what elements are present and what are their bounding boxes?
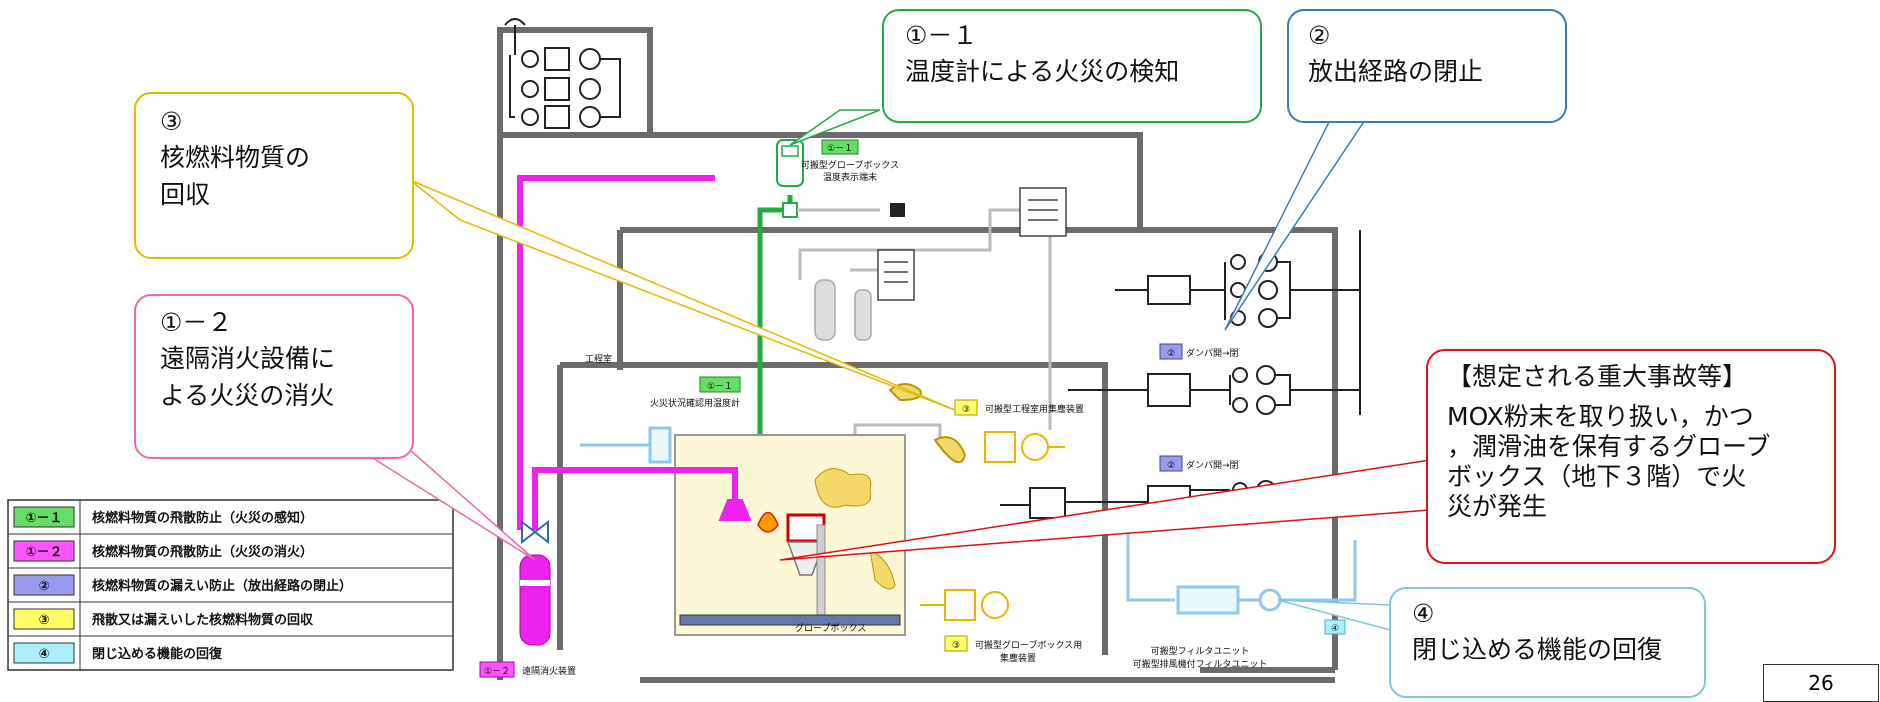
recorder-icons (877, 187, 1067, 301)
svg-text:①－２: ①－２ (484, 667, 510, 677)
legend-code: ② (38, 579, 49, 594)
legend-label: 閉じ込める機能の回復 (92, 646, 223, 662)
duct-lines (1000, 487, 1066, 519)
svg-text:ダンパ開→閉: ダンパ開→閉 (1186, 347, 1239, 359)
temperature-terminal-icon (776, 139, 804, 187)
svg-text:①－１: ①－１ (827, 144, 853, 154)
callout-c3-title-2: 回収 (160, 179, 211, 209)
svg-text:集塵装置: 集塵装置 (1000, 652, 1036, 664)
accident-line-4: 災が発生 (1447, 492, 1548, 521)
svg-text:④: ④ (1331, 624, 1339, 634)
callout-c2-text: ② 放出経路の閉止 (1308, 18, 1483, 91)
svg-text:工程室: 工程室 (585, 353, 612, 365)
legend-swatch (13, 540, 75, 562)
legend-code: ③ (38, 613, 49, 628)
svg-text:可搬型工程室用集塵装置: 可搬型工程室用集塵装置 (985, 403, 1084, 415)
gas-cylinders (814, 279, 872, 341)
extinguisher-tank (519, 519, 551, 646)
callout-c1-2-title-2: よる火災の消火 (160, 380, 335, 410)
callout-c3-number: ③ (160, 107, 183, 136)
fire-icon (757, 511, 779, 533)
svg-text:②: ② (1167, 461, 1175, 471)
callout-c1-1 (789, 9, 1262, 146)
callout-c2-number: ② (1308, 21, 1331, 50)
callout-c1-2-number: ①－２ (160, 308, 233, 337)
accident-heading: 【想定される重大事故等】 (1447, 362, 1748, 391)
callout-accident-text: 【想定される重大事故等】 MOX粉末を取り扱い，かつ ，潤滑油を保有するグローブ… (1447, 362, 1771, 522)
callout-c4-number: ④ (1412, 599, 1435, 628)
accident-line-3: ボックス（地下３階）で火 (1447, 462, 1747, 491)
callout-c4-text: ④ 閉じ込める機能の回復 (1412, 596, 1662, 669)
callout-c3 (134, 92, 956, 411)
legend-swatch (13, 608, 75, 630)
page-number: 26 (1763, 664, 1879, 702)
diagram-labels: ①－１ 可搬型グローブボックス 温度表示端末 工程室 ①－１ 火災状況確認用温度… (479, 139, 1346, 678)
accident-line-1: MOX粉末を取り扱い，かつ (1447, 402, 1754, 431)
svg-text:火災状況確認用温度計: 火災状況確認用温度計 (650, 397, 740, 409)
callout-c1-1-title: 温度計による火災の検知 (905, 57, 1180, 87)
callout-c1-2 (134, 294, 536, 561)
legend-swatch (13, 642, 75, 664)
extinguisher-line (517, 175, 752, 530)
svg-text:①－１: ①－１ (707, 382, 733, 392)
svg-text:温度表示端末: 温度表示端末 (823, 171, 877, 183)
svg-text:可搬型グローブボックス: 可搬型グローブボックス (801, 159, 899, 171)
callout-c4 (1277, 587, 1706, 698)
svg-text:②: ② (1167, 349, 1175, 359)
svg-text:可搬型フィルタユニット: 可搬型フィルタユニット (1151, 645, 1250, 657)
legend-label: 核燃料物質の飛散防止（火災の消火） (92, 544, 313, 560)
legend-code: ①－１ (25, 511, 62, 526)
legend-code: ④ (38, 647, 49, 662)
callout-c2-title: 放出経路の閉止 (1308, 57, 1484, 87)
callout-c3-title-1: 核燃料物質の (160, 143, 311, 173)
callout-c1-1-number: ①－１ (905, 21, 978, 50)
instrument-lines (798, 208, 1052, 440)
legend-label: 核燃料物質の漏えい防止（放出経路の閉止） (92, 578, 352, 594)
filter-unit-lines (580, 426, 1357, 615)
svg-text:可搬型排風機付フィルタユニット: 可搬型排風機付フィルタユニット (1133, 658, 1268, 670)
callout-c3-text: ③ 核燃料物質の 回収 (160, 104, 310, 213)
callout-c1-2-text: ①－２ 遠隔消火設備に よる火災の消火 (160, 305, 335, 414)
callout-accident (779, 349, 1836, 564)
callout-c2 (1224, 9, 1567, 331)
legend-swatch (13, 506, 75, 528)
svg-text:遠隔消火装置: 遠隔消火装置 (522, 665, 576, 677)
svg-text:③: ③ (952, 641, 960, 651)
legend-swatch (13, 574, 75, 596)
callout-c1-2-title-1: 遠隔消火設備に (160, 344, 336, 374)
accident-line-2: ，潤滑油を保有するグローブ (1447, 432, 1771, 461)
glovebox (674, 434, 906, 636)
svg-text:③: ③ (962, 405, 970, 415)
dust-collector-glovebox (920, 589, 1009, 621)
callout-c4-title: 閉じ込める機能の回復 (1412, 635, 1663, 665)
building-walls (497, 27, 1338, 683)
exhaust-unit-top (504, 18, 621, 129)
svg-text:可搬型グローブボックス用: 可搬型グローブボックス用 (975, 639, 1082, 651)
dust-collector-room (888, 383, 1065, 464)
legend-code: ①－２ (25, 545, 62, 560)
legend-table: ①－１ 核燃料物質の飛散防止（火災の感知） ①－２ 核燃料物質の飛散防止（火災の消火）… (7, 499, 454, 671)
svg-text:グローブボックス: グローブボックス (795, 622, 866, 634)
svg-text:ダンパ開→閉: ダンパ開→閉 (1186, 459, 1239, 471)
legend-label: 飛散又は漏えいした核燃料物質の回収 (91, 612, 314, 628)
legend-label: 核燃料物質の飛散防止（火災の感知） (92, 510, 313, 526)
callout-c1-1-text: ①－１ 温度計による火災の検知 (905, 18, 1179, 91)
exhaust-unit-right (1065, 252, 1360, 519)
